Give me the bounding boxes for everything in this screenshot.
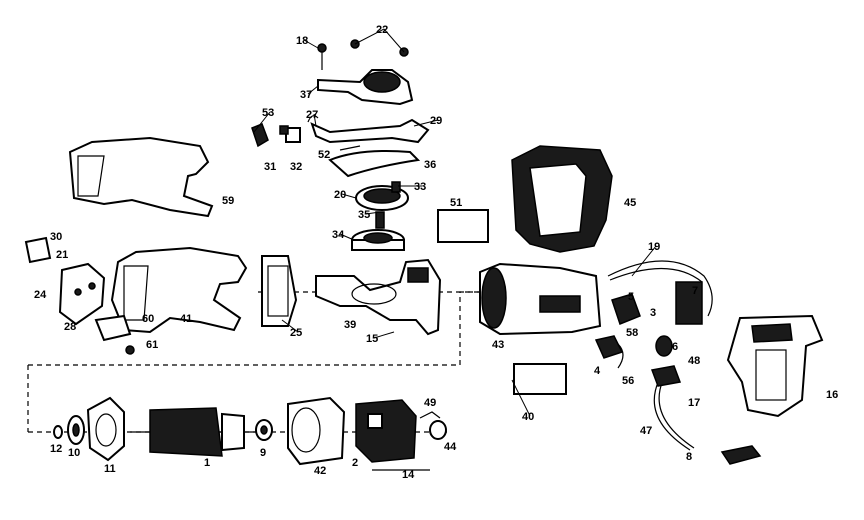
callout-6: 6 (672, 341, 678, 353)
callout-5: 5 (628, 291, 634, 303)
callout-9: 9 (260, 447, 266, 459)
callout-31: 31 (264, 161, 276, 173)
callout-59: 59 (222, 195, 234, 207)
leader-line (354, 28, 385, 45)
callout-56: 56 (622, 375, 634, 387)
callout-12: 12 (50, 443, 62, 455)
callout-51: 51 (450, 197, 462, 209)
part-wobble-plate (355, 181, 409, 211)
part-bearing-9 (255, 419, 273, 441)
part-pin (375, 211, 385, 229)
callout-47: 47 (640, 425, 652, 437)
callout-49: 49 (424, 397, 436, 409)
part-handle-housing (110, 246, 248, 334)
part-label-plate-51 (437, 209, 489, 243)
leader-line (313, 113, 317, 127)
leader-line (253, 111, 271, 133)
callout-52: 52 (318, 149, 330, 161)
callout-43: 43 (492, 339, 504, 351)
leader-line (303, 39, 319, 49)
callout-14: 14 (402, 469, 415, 481)
callout-41: 41 (180, 313, 192, 325)
callout-11: 11 (104, 463, 116, 475)
leader-line (307, 85, 319, 95)
callout-7: 7 (692, 285, 698, 297)
leader-line (413, 119, 439, 127)
part-handle-half-lower (726, 314, 824, 418)
callout-17: 17 (688, 397, 700, 409)
callout-20: 20 (334, 189, 346, 201)
callout-21: 21 (56, 249, 68, 261)
part-handle-housing-upper (68, 136, 214, 218)
callout-48: 48 (688, 355, 700, 367)
part-lever (307, 115, 430, 144)
callout-39: 39 (344, 319, 356, 331)
callout-33: 33 (414, 181, 426, 193)
leader-line (365, 211, 381, 215)
callout-37: 37 (300, 89, 312, 101)
part-small-housing (24, 236, 135, 355)
leader-line (339, 233, 355, 241)
callout-58: 58 (626, 327, 638, 339)
callout-53: 53 (262, 107, 274, 119)
callout-24: 24 (34, 289, 47, 301)
part-baffle-11 (86, 396, 125, 462)
part-washer-12 (53, 425, 63, 439)
callout-40: 40 (522, 411, 534, 423)
callout-3: 3 (650, 307, 656, 319)
part-gear-housing (315, 258, 442, 336)
leader-line (281, 319, 299, 333)
part-guide-plate (328, 145, 421, 178)
part-brush-44 (419, 411, 447, 440)
part-label-plate-40 (513, 363, 567, 395)
callout-34: 34 (332, 229, 345, 241)
part-field-2 (355, 399, 430, 471)
callout-29: 29 (430, 115, 442, 127)
callout-28: 28 (64, 321, 76, 333)
callout-10: 10 (68, 447, 80, 459)
leader-line (383, 28, 405, 53)
callout-8: 8 (686, 451, 692, 463)
part-bearing-10 (67, 415, 85, 445)
callout-60: 60 (142, 313, 154, 325)
part-gasket (261, 255, 298, 327)
part-armature-1 (130, 407, 262, 457)
callout-18: 18 (296, 35, 308, 47)
callout-25: 25 (290, 327, 302, 339)
part-gear (351, 229, 405, 251)
callout-35: 35 (358, 209, 370, 221)
callout-61: 61 (146, 339, 158, 351)
leader-line (373, 331, 395, 339)
part-motor-housing (479, 262, 602, 336)
part-cord-switch (594, 260, 713, 369)
callout-36: 36 (424, 159, 436, 171)
leader-line (631, 245, 657, 277)
callout-16: 16 (826, 389, 838, 401)
callout-19: 19 (648, 241, 660, 253)
callout-32: 32 (290, 161, 302, 173)
part-power-cord (650, 365, 762, 465)
callout-30: 30 (50, 231, 62, 243)
callout-45: 45 (624, 197, 636, 209)
callout-15: 15 (366, 333, 378, 345)
callout-42: 42 (314, 465, 326, 477)
part-handle-half-upper (511, 145, 613, 253)
leader-line (511, 379, 531, 417)
callout-4: 4 (594, 365, 601, 377)
part-top-plate (317, 39, 414, 106)
part-fan-housing-42 (287, 396, 346, 466)
part-clips (251, 123, 301, 148)
callout-2: 2 (352, 457, 358, 469)
callout-27: 27 (306, 109, 318, 121)
callout-44: 44 (444, 441, 457, 453)
callout-1: 1 (204, 457, 210, 469)
leader-line (341, 193, 357, 199)
